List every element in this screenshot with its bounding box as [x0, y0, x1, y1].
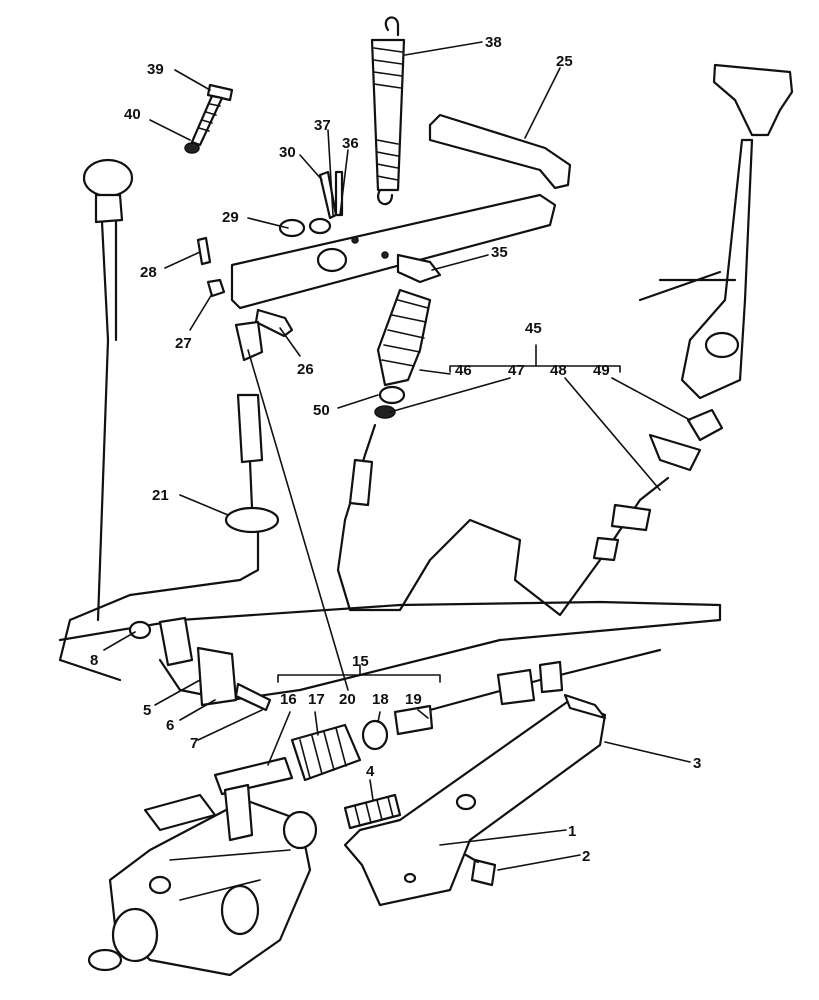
throttle-pedal: [230, 113, 572, 310]
label-2: 2: [582, 848, 590, 865]
label-29: 29: [222, 209, 239, 226]
label-27: 27: [175, 335, 192, 352]
clevis-35: [396, 253, 442, 284]
cable-fitting-21: [58, 320, 280, 682]
label-16: 16: [280, 691, 297, 708]
label-18: 18: [372, 691, 389, 708]
label-17: 17: [308, 691, 325, 708]
hand-throttle: [82, 158, 134, 622]
bolt-2: [464, 853, 497, 887]
return-spring: [370, 16, 406, 206]
label-7: 7: [190, 735, 198, 752]
label-38: 38: [485, 34, 502, 51]
label-25: 25: [556, 53, 573, 70]
label-28: 28: [140, 264, 157, 281]
throttle-cable: [213, 648, 662, 796]
label-20: 20: [339, 691, 356, 708]
label-15: 15: [352, 653, 369, 670]
spring-4: [343, 793, 402, 830]
label-50: 50: [313, 402, 330, 419]
lower-cable: [58, 600, 722, 702]
label-40: 40: [124, 106, 141, 123]
label-30: 30: [279, 144, 296, 161]
clamp-parts: [128, 616, 272, 712]
label-45: 45: [525, 320, 542, 337]
label-37: 37: [314, 117, 331, 134]
hand-lever: [638, 63, 794, 472]
boot-46: [336, 288, 670, 617]
label-21: 21: [152, 487, 169, 504]
cable-fittings-47-48: [348, 458, 652, 562]
injection-pump: [87, 783, 318, 977]
label-8: 8: [90, 652, 98, 669]
label-36: 36: [342, 135, 359, 152]
label-39: 39: [147, 61, 164, 78]
label-19: 19: [405, 691, 422, 708]
bolt-39: [184, 83, 234, 154]
label-35: 35: [491, 244, 508, 261]
label-3: 3: [693, 755, 701, 772]
label-5: 5: [143, 702, 151, 719]
label-4: 4: [366, 763, 375, 780]
leader-lines: [103, 41, 691, 871]
label-1: 1: [568, 823, 576, 840]
bracket-3: [343, 693, 607, 907]
label-49: 49: [593, 362, 610, 379]
part-labels: 39 40 38 25 30 37 36 29 28 35 27 26 45 4…: [90, 34, 701, 865]
label-26: 26: [297, 361, 314, 378]
label-6: 6: [166, 717, 174, 734]
label-47: 47: [508, 362, 525, 379]
label-48: 48: [550, 362, 567, 379]
label-46: 46: [455, 362, 472, 379]
